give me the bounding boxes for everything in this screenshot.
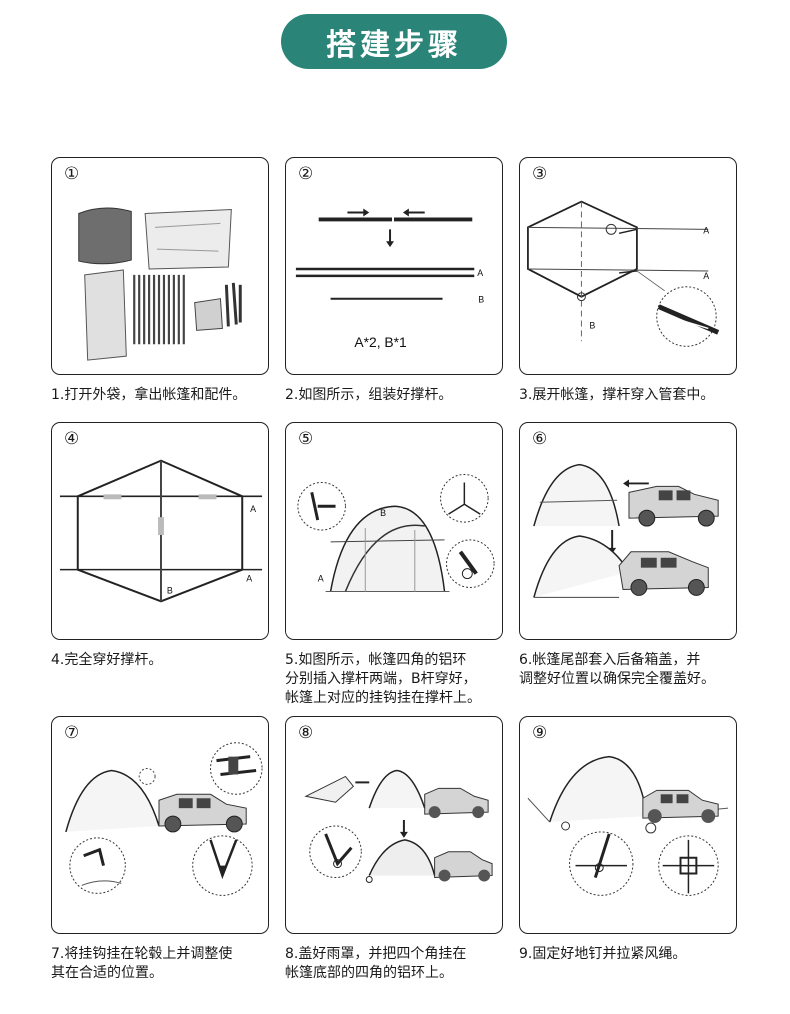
pole-b-label: B [380, 508, 386, 518]
step-7-caption: 7.将挂钩挂在轮毂上并调整使 其在合适的位置。 [51, 946, 233, 981]
step-4-number: ④ [64, 429, 80, 449]
step-3-number: ③ [532, 164, 548, 184]
step-8-panel: ⑧ [285, 716, 503, 934]
step-3-caption: 3.展开帐篷，撑杆穿入管套中。 [519, 387, 715, 403]
pole-b-label: B [478, 295, 484, 305]
pole-b-label: B [589, 320, 595, 330]
step-9-caption: 9.固定好地钉并拉紧风绳。 [519, 946, 687, 962]
pole-a-label: A [318, 574, 324, 584]
pole-count-label: A*2, B*1 [354, 334, 407, 350]
tent-dome-setup-illustration: B A [297, 474, 495, 592]
step-3-panel: ③ A A B [519, 157, 737, 375]
step-4-caption: 4.完全穿好撑杆。 [51, 652, 163, 668]
step-9-panel: ⑨ [519, 716, 737, 934]
pole-a-label: A [250, 504, 256, 514]
page-title: 搭建步骤 [281, 14, 507, 69]
step-7-panel: ⑦ [51, 716, 269, 934]
step-1-number: ① [64, 164, 80, 184]
step-2-caption: 2.如图所示，组装好撑杆。 [285, 387, 453, 403]
step-1-caption: 1.打开外袋，拿出帐篷和配件。 [51, 387, 247, 403]
pole-a-label-2: A [246, 574, 252, 584]
attach-tent-to-car-illustration [533, 463, 719, 598]
hook-to-wheel-illustration [65, 742, 263, 896]
step-2-panel: ② A B A*2, B*1 [285, 157, 503, 375]
pole-b-label: B [167, 585, 173, 595]
step-9-number: ⑨ [532, 723, 548, 743]
step-7-number: ⑦ [64, 723, 80, 743]
step-6-panel: ⑥ [519, 422, 737, 640]
pole-assembly-illustration: A B A*2, B*1 [295, 208, 484, 350]
step-2-number: ② [298, 164, 314, 184]
step-6-caption: 6.帐篷尾部套入后备箱盖，并 调整好位置以确保完全覆盖好。 [519, 652, 715, 687]
stake-and-guy-line-illustration [527, 755, 729, 896]
pole-a-label: A [477, 268, 483, 278]
rain-fly-illustration [304, 769, 493, 883]
step-8-number: ⑧ [298, 723, 314, 743]
step-6-number: ⑥ [532, 429, 548, 449]
step-4-panel: ④ A A B [51, 422, 269, 640]
poles-inserted-illustration: A A B [59, 459, 263, 603]
step-5-caption: 5.如图所示，帐篷四角的铝环 分别插入撑杆两端，B杆穿好， 帐篷上对应的挂钩挂在… [285, 652, 481, 706]
tent-bag-contents-illustration [78, 207, 242, 361]
step-8-caption: 8.盖好雨罩，并把四个角挂在 帐篷底部的四角的铝环上。 [285, 946, 467, 981]
step-5-panel: ⑤ B A [285, 422, 503, 640]
pole-a-label: A [703, 225, 709, 235]
pole-a-label-2: A [703, 271, 709, 281]
insert-poles-illustration: A A B [527, 200, 720, 347]
step-1-panel: ① [51, 157, 269, 375]
step-5-number: ⑤ [298, 429, 314, 449]
